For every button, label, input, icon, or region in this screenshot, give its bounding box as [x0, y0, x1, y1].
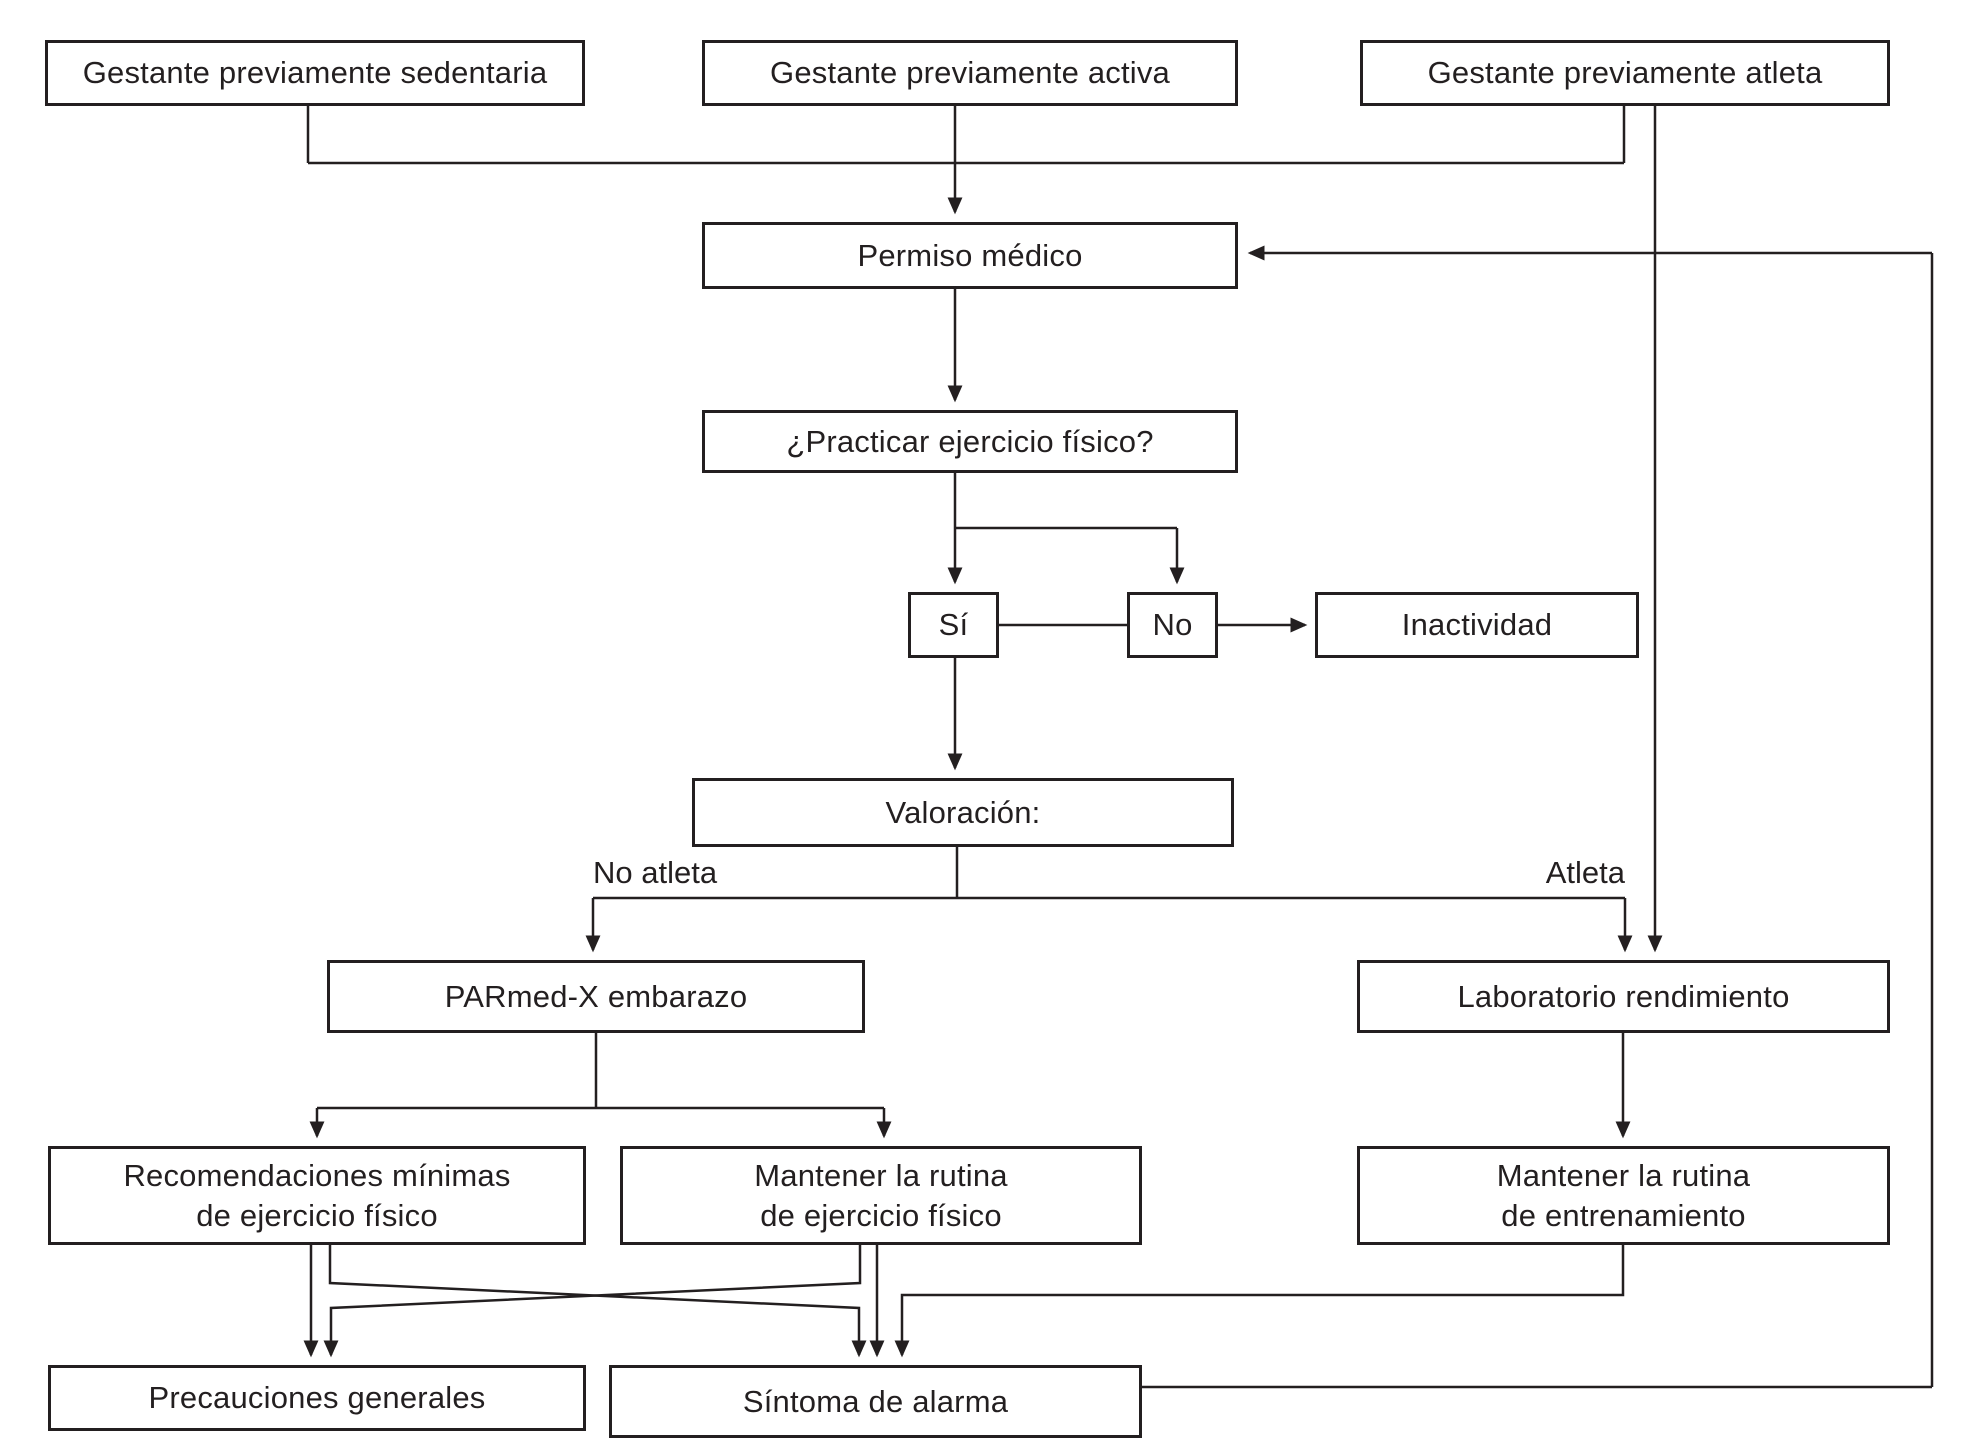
edge-label-atleta: Atleta [1545, 855, 1625, 890]
node-gestante-activa: Gestante previamente activa [702, 40, 1238, 106]
edge-label-no-atleta: No atleta [593, 855, 718, 890]
node-valoracion: Valoración: [692, 778, 1234, 847]
node-sintoma-alarma: Síntoma de alarma [609, 1365, 1142, 1438]
node-parmedx-embarazo: PARmed-X embarazo [327, 960, 865, 1033]
node-si: Sí [908, 592, 999, 658]
edge-entrenamiento-sintoma [894, 1245, 1625, 1358]
node-mantener-rutina-ejercicio: Mantener la rutina de ejercicio físico [620, 1146, 1142, 1245]
node-gestante-sedentaria: Gestante previamente sedentaria [45, 40, 585, 106]
node-gestante-atleta: Gestante previamente atleta [1360, 40, 1890, 106]
node-no: No [1127, 592, 1218, 658]
node-mantener-rutina-entrenamiento: Mantener la rutina de entrenamiento [1357, 1146, 1890, 1245]
node-laboratorio-rendimiento: Laboratorio rendimiento [1357, 960, 1890, 1033]
node-permiso-medico: Permiso médico [702, 222, 1238, 289]
node-precauciones-generales: Precauciones generales [48, 1365, 586, 1431]
node-inactividad: Inactividad [1315, 592, 1639, 658]
node-practicar-ejercicio: ¿Practicar ejercicio físico? [702, 410, 1238, 473]
edge-rutina-ejercicio-precauciones [323, 1245, 862, 1358]
edge-recomendaciones-sintoma [328, 1245, 867, 1358]
node-recomendaciones-minimas: Recomendaciones mínimas de ejercicio fís… [48, 1146, 586, 1245]
